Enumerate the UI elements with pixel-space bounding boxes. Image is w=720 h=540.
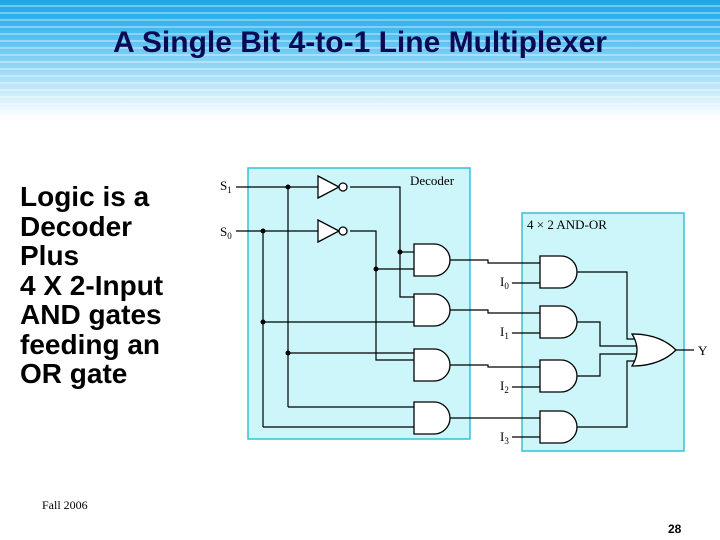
decoder-and-gate-0 — [413, 243, 451, 277]
body-line: Decoder — [20, 210, 133, 242]
body-line: Logic is a — [20, 181, 150, 212]
or-gate — [630, 333, 677, 367]
footer-text: Fall 2006 — [42, 498, 88, 512]
body-line: feeding an — [20, 328, 161, 360]
junction-dots — [260, 184, 403, 356]
and-or-and-gate-0 — [539, 255, 578, 289]
and-or-label: 4 × 2 AND-OR — [527, 217, 607, 232]
body-line: Plus — [20, 240, 80, 271]
inverter-bubble — [338, 182, 348, 192]
page-number: 28 — [668, 522, 682, 536]
and-or-and-gate-2 — [539, 359, 578, 393]
inverter-gates — [317, 174, 348, 244]
slide-title: A Single Bit 4-to-1 Line Multiplexer — [113, 26, 607, 59]
input-label-i0: I0 — [500, 274, 509, 291]
inverter-bubble — [338, 226, 348, 236]
decoder-and-gates — [413, 243, 451, 435]
decoder-output-wires — [450, 259, 540, 438]
header-band — [0, 0, 720, 118]
input-label-s0: S0 — [220, 224, 232, 241]
decoder-wires — [236, 186, 414, 428]
input-label-i3: I3 — [500, 429, 509, 446]
and-or-and-gates — [539, 255, 578, 444]
decoder-label: Decoder — [410, 173, 455, 188]
body-line: OR gate — [20, 358, 128, 389]
body-line: 4 X 2-Input — [20, 269, 164, 301]
decoder-and-gate-1 — [413, 293, 451, 327]
output-label-y: Y — [698, 343, 708, 358]
and-or-and-gate-1 — [539, 305, 578, 339]
body-line: AND gates — [20, 299, 162, 330]
input-label-i1: I1 — [500, 324, 509, 341]
inverter-s1 — [317, 174, 341, 200]
decoder-and-gate-2 — [413, 348, 451, 382]
input-label-s1: S1 — [220, 178, 232, 195]
and-or-and-gate-3 — [539, 410, 578, 444]
inverter-s0 — [317, 218, 341, 244]
header-stripes — [0, 0, 720, 118]
and-to-or-wires — [577, 271, 694, 428]
decoder-and-gate-3 — [413, 401, 451, 435]
input-label-i2: I2 — [500, 378, 509, 395]
body-text: Logic is a Decoder Plus 4 X 2-Input AND … — [20, 182, 240, 389]
